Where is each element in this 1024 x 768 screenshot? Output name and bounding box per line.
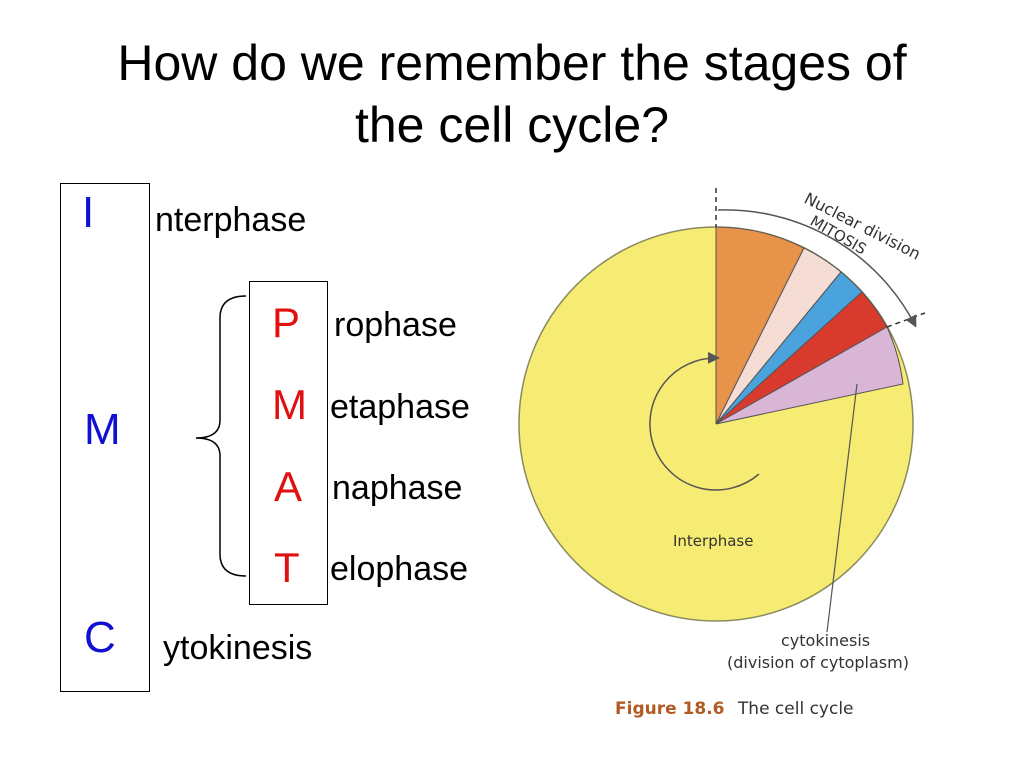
pmat-letter-t: T	[274, 544, 300, 591]
imc-box	[60, 183, 150, 692]
figure-caption: Figure 18.6 The cell cycle	[615, 699, 854, 719]
mitosis-arc-arrow	[717, 209, 917, 328]
cell-cycle-figure: Nuclear division MITOSIS Interphase cyto…	[518, 188, 926, 719]
pmat-letter-m: M	[272, 381, 307, 428]
word-metaphase: etaphase	[330, 388, 470, 426]
label-division-of-cytoplasm: (division of cytoplasm)	[727, 653, 909, 672]
slide-title: How do we remember the stages of the cel…	[40, 32, 984, 156]
pmat-letter-a: A	[274, 463, 303, 510]
pmat-box	[249, 281, 328, 605]
caption-text: The cell cycle	[737, 699, 854, 719]
caption-bold: Figure 18.6	[615, 699, 725, 719]
imc-letter-m: M	[84, 405, 121, 454]
mitosis-end-dash	[886, 312, 926, 328]
word-anaphase: naphase	[332, 469, 463, 507]
title-line-2: the cell cycle?	[354, 97, 670, 153]
title-line-1: How do we remember the stages of	[117, 35, 907, 91]
word-interphase: nterphase	[155, 201, 307, 239]
imc-letter-c: C	[84, 613, 116, 662]
curly-brace	[195, 295, 247, 577]
imc-letter-i: I	[82, 188, 95, 237]
word-telophase: elophase	[330, 550, 469, 588]
label-cytokinesis: cytokinesis	[781, 631, 870, 650]
pmat-letter-p: P	[272, 299, 301, 346]
interphase-arrow	[649, 351, 760, 491]
cytokinesis-pointer	[826, 383, 858, 633]
word-prophase: rophase	[334, 306, 457, 344]
label-interphase: Interphase	[673, 532, 753, 550]
word-cytokinesis: ytokinesis	[163, 629, 313, 667]
